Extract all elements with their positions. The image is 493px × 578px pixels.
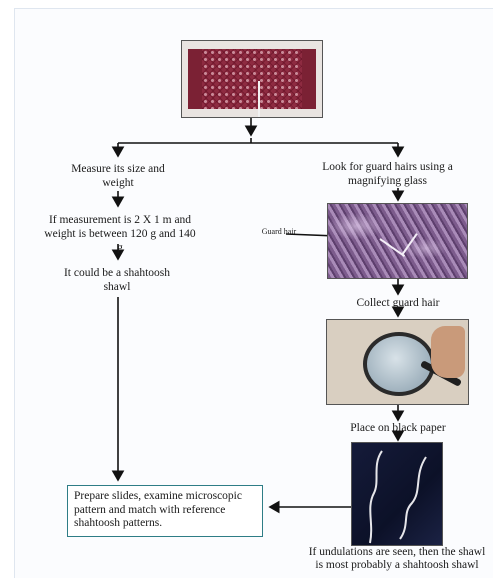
step-look-for: Look for guard hairs using a magnifying … bbox=[300, 160, 475, 188]
step-if-measurement: If measurement is 2 X 1 m and weight is … bbox=[42, 213, 198, 255]
magnifier-photo bbox=[326, 319, 469, 405]
step-place: Place on black paper bbox=[333, 421, 463, 435]
step-measure: Measure its size and weight bbox=[63, 162, 173, 190]
black-paper-photo bbox=[351, 442, 443, 546]
guard-hair-micrograph bbox=[327, 203, 468, 279]
shawl-photo bbox=[181, 40, 323, 118]
prepare-slides-box: Prepare slides, examine microscopic patt… bbox=[67, 485, 263, 537]
step-if-undulations: If undulations are seen, then the shawl … bbox=[308, 546, 486, 572]
step-collect: Collect guard hair bbox=[343, 296, 453, 310]
guard-hair-label: Guard hair bbox=[256, 227, 302, 237]
step-could-be: It could be a shahtoosh shawl bbox=[55, 266, 179, 294]
